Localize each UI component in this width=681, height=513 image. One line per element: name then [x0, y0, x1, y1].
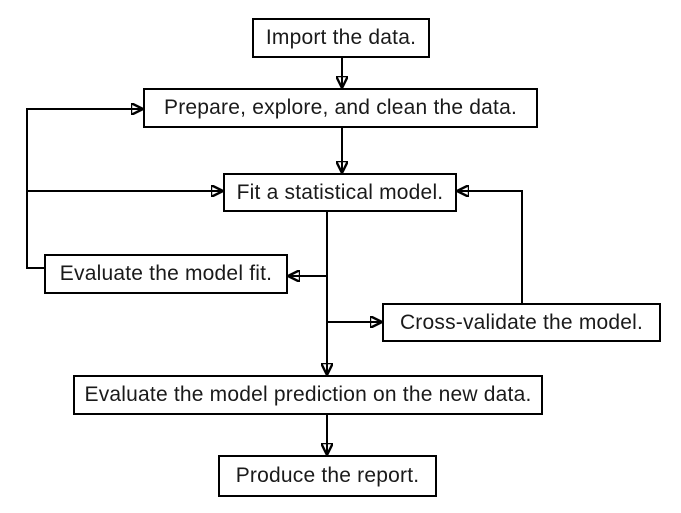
node-evaluate-model-fit-label: Evaluate the model fit. [59, 262, 273, 285]
node-evaluate-model-prediction-label: Evaluate the model prediction on the new… [84, 383, 532, 406]
node-import-data: Import the data. [252, 18, 430, 58]
node-fit-statistical-model-label: Fit a statistical model. [236, 180, 444, 204]
node-produce-report: Produce the report. [218, 455, 437, 497]
edge-evaluate-fit-to-prepare [26, 109, 143, 269]
node-prepare-explore-clean-label: Prepare, explore, and clean the data. [164, 96, 517, 119]
node-evaluate-model-prediction: Evaluate the model prediction on the new… [73, 375, 543, 415]
edge-cross-validate-to-fit [457, 191, 523, 303]
node-cross-validate-model: Cross-validate the model. [382, 303, 661, 342]
node-cross-validate-model-label: Cross-validate the model. [399, 310, 644, 334]
node-prepare-explore-clean: Prepare, explore, and clean the data. [143, 88, 538, 128]
node-import-data-label: Import the data. [265, 26, 417, 49]
node-produce-report-label: Produce the report. [235, 464, 420, 487]
node-fit-statistical-model: Fit a statistical model. [223, 173, 457, 212]
node-evaluate-model-fit: Evaluate the model fit. [44, 254, 288, 294]
